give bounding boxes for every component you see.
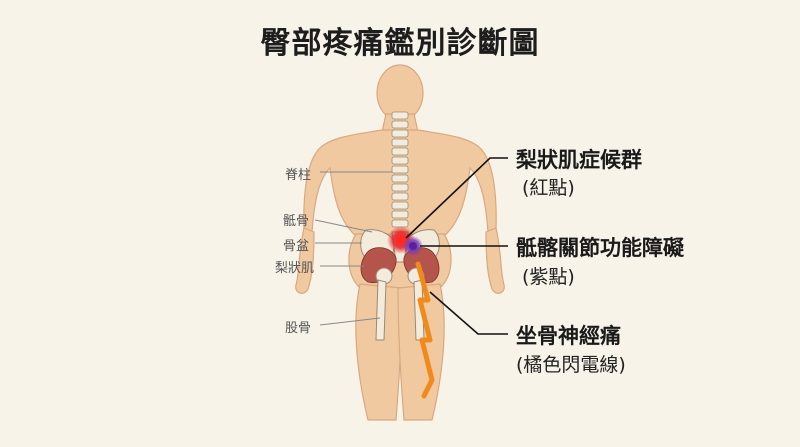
left-leader-lines [314,171,392,326]
label-spine: 脊柱 [285,168,312,183]
sciatica-lightning [415,261,435,399]
callout-piriformis-syndrome: 梨狀肌症候群 [516,148,642,172]
callout-si-joint-dysfunction: 骶髂關節功能障礙 [516,236,684,260]
label-sacrum: 骶骨 [283,214,310,229]
callout-lightning-marker: (橘色閃電線) [516,354,626,376]
right-callout-lines [405,157,508,335]
spine-vertebrae [391,111,409,228]
label-piriformis: 梨狀肌 [275,261,315,276]
callout-sciatica: 坐骨神經痛 [516,324,621,348]
callout-purple-point-marker: (紫點) [522,266,575,288]
callout-red-point-marker: (紅點) [522,177,575,199]
label-pelvis: 骨盆 [283,239,310,254]
label-femur: 股骨 [285,321,312,336]
page-title: 臀部疼痛鑑別診斷圖 [260,26,540,61]
